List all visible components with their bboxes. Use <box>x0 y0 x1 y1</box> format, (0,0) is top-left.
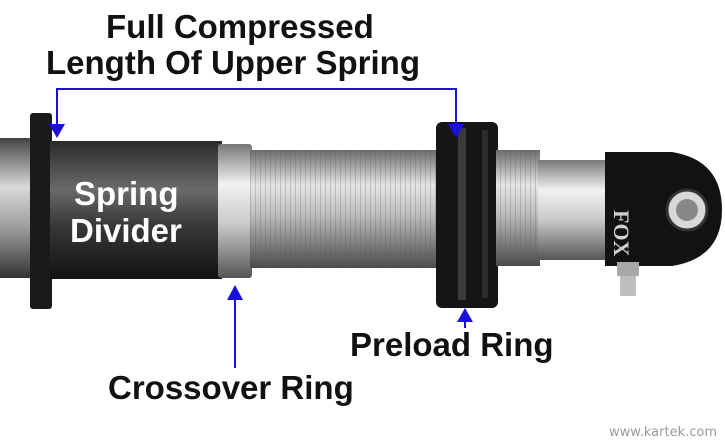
body-chrome <box>538 160 610 260</box>
crossover-arrow-head <box>227 285 243 300</box>
spring-divider <box>50 141 222 279</box>
length-arrow-head-left <box>49 124 65 138</box>
spring-divider-label-line-2: Divider <box>70 212 182 249</box>
end-cap <box>605 152 722 266</box>
preload-ring-label: Preload Ring <box>350 326 554 363</box>
watermark: www.kartek.com <box>609 425 717 440</box>
preload-ring <box>436 122 498 308</box>
crossover-ring <box>218 144 252 278</box>
title-line-1: Full Compressed <box>106 8 374 45</box>
fox-logo: FOX <box>609 210 634 257</box>
schrader-valve <box>617 262 639 276</box>
spring-divider-label-line-1: Spring <box>74 175 179 212</box>
preload-arrow-head <box>457 308 473 322</box>
length-arrow-head-right <box>448 124 464 138</box>
crossover-ring-label: Crossover Ring <box>108 369 354 406</box>
divider-flange <box>30 113 52 309</box>
title-line-2: Length Of Upper Spring <box>46 44 420 81</box>
length-bracket-arrow <box>56 88 457 128</box>
